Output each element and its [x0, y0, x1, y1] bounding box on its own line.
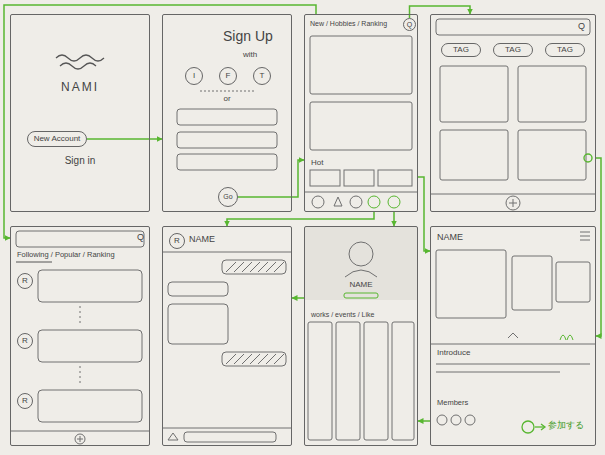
screen-text: NAME — [189, 235, 215, 245]
screen-text: Sign Up — [223, 29, 273, 44]
pill-button: TAG — [493, 43, 533, 57]
screen-text: with — [243, 51, 257, 60]
screen-text: New / Hobbies / Ranking — [310, 20, 387, 28]
icon-button: Go — [218, 187, 238, 207]
flow-arrow — [87, 138, 162, 140]
screen-text: NAME — [437, 233, 463, 243]
flow-arrow — [596, 158, 601, 336]
flow-arrow — [393, 212, 395, 226]
button-text: F — [226, 72, 231, 81]
flow-arrow — [227, 212, 374, 226]
screen-frame: Q TAG TAG TAG — [430, 14, 596, 212]
pill-button: New Account — [27, 131, 87, 147]
button-text: New Account — [34, 135, 81, 144]
icon-button: R — [17, 273, 33, 289]
screen-frame: NAME IntroduceMembers — [430, 226, 596, 446]
button-text: Go — [223, 193, 232, 201]
screen-text: works / events / Like — [311, 311, 374, 319]
button-text: R — [174, 237, 180, 246]
screen-text: Hot — [311, 159, 323, 168]
button-text: T — [260, 72, 265, 81]
flow-arrow — [418, 177, 430, 251]
button-text: TAG — [505, 46, 521, 55]
button-text: TAG — [557, 46, 573, 55]
button-text: Q — [407, 21, 412, 29]
screen-frame: New / Hobbies / RankingHot Q — [304, 14, 418, 212]
screen-text: Q — [137, 233, 144, 243]
screen-text: Introduce — [437, 349, 470, 358]
icon-button: R — [17, 333, 33, 349]
button-text: R — [22, 337, 28, 346]
icon-button: F — [219, 67, 237, 85]
flow-arrow — [418, 420, 430, 422]
icon-button: Q — [403, 18, 416, 31]
button-text: R — [22, 277, 28, 286]
button-text: I — [193, 72, 195, 81]
screen-frame: NAME R — [162, 226, 292, 446]
icon-button: R — [17, 393, 33, 409]
screen-text: Sign in — [11, 155, 149, 166]
flow-arrow — [410, 6, 471, 18]
screen-text: Members — [437, 399, 468, 407]
screen-text: NAMI — [11, 81, 149, 94]
screen-text: NAME — [305, 281, 417, 290]
screen-frame: Sign Up with or I F T Go — [162, 14, 292, 212]
button-text: R — [22, 397, 28, 406]
note-text: 参加する — [548, 421, 584, 431]
pill-button: TAG — [545, 43, 585, 57]
screen-frame: NAMI Sign in New Account — [10, 14, 150, 212]
screen-frame: Q Following / Popular / RankingR R R — [10, 226, 150, 446]
screen-text: or — [163, 95, 291, 104]
button-text: TAG — [453, 46, 469, 55]
flow-arrow — [238, 160, 304, 197]
icon-button: T — [253, 67, 271, 85]
pill-button: TAG — [441, 43, 481, 57]
screen-text: Q — [578, 22, 585, 32]
flow-arrow — [4, 5, 316, 238]
screen-frame: NAME works / events / Like — [304, 226, 418, 446]
icon-button: R — [169, 233, 185, 249]
screen-text: Following / Popular / Ranking — [17, 251, 115, 259]
icon-button: I — [185, 67, 203, 85]
flow-arrow — [292, 297, 304, 299]
